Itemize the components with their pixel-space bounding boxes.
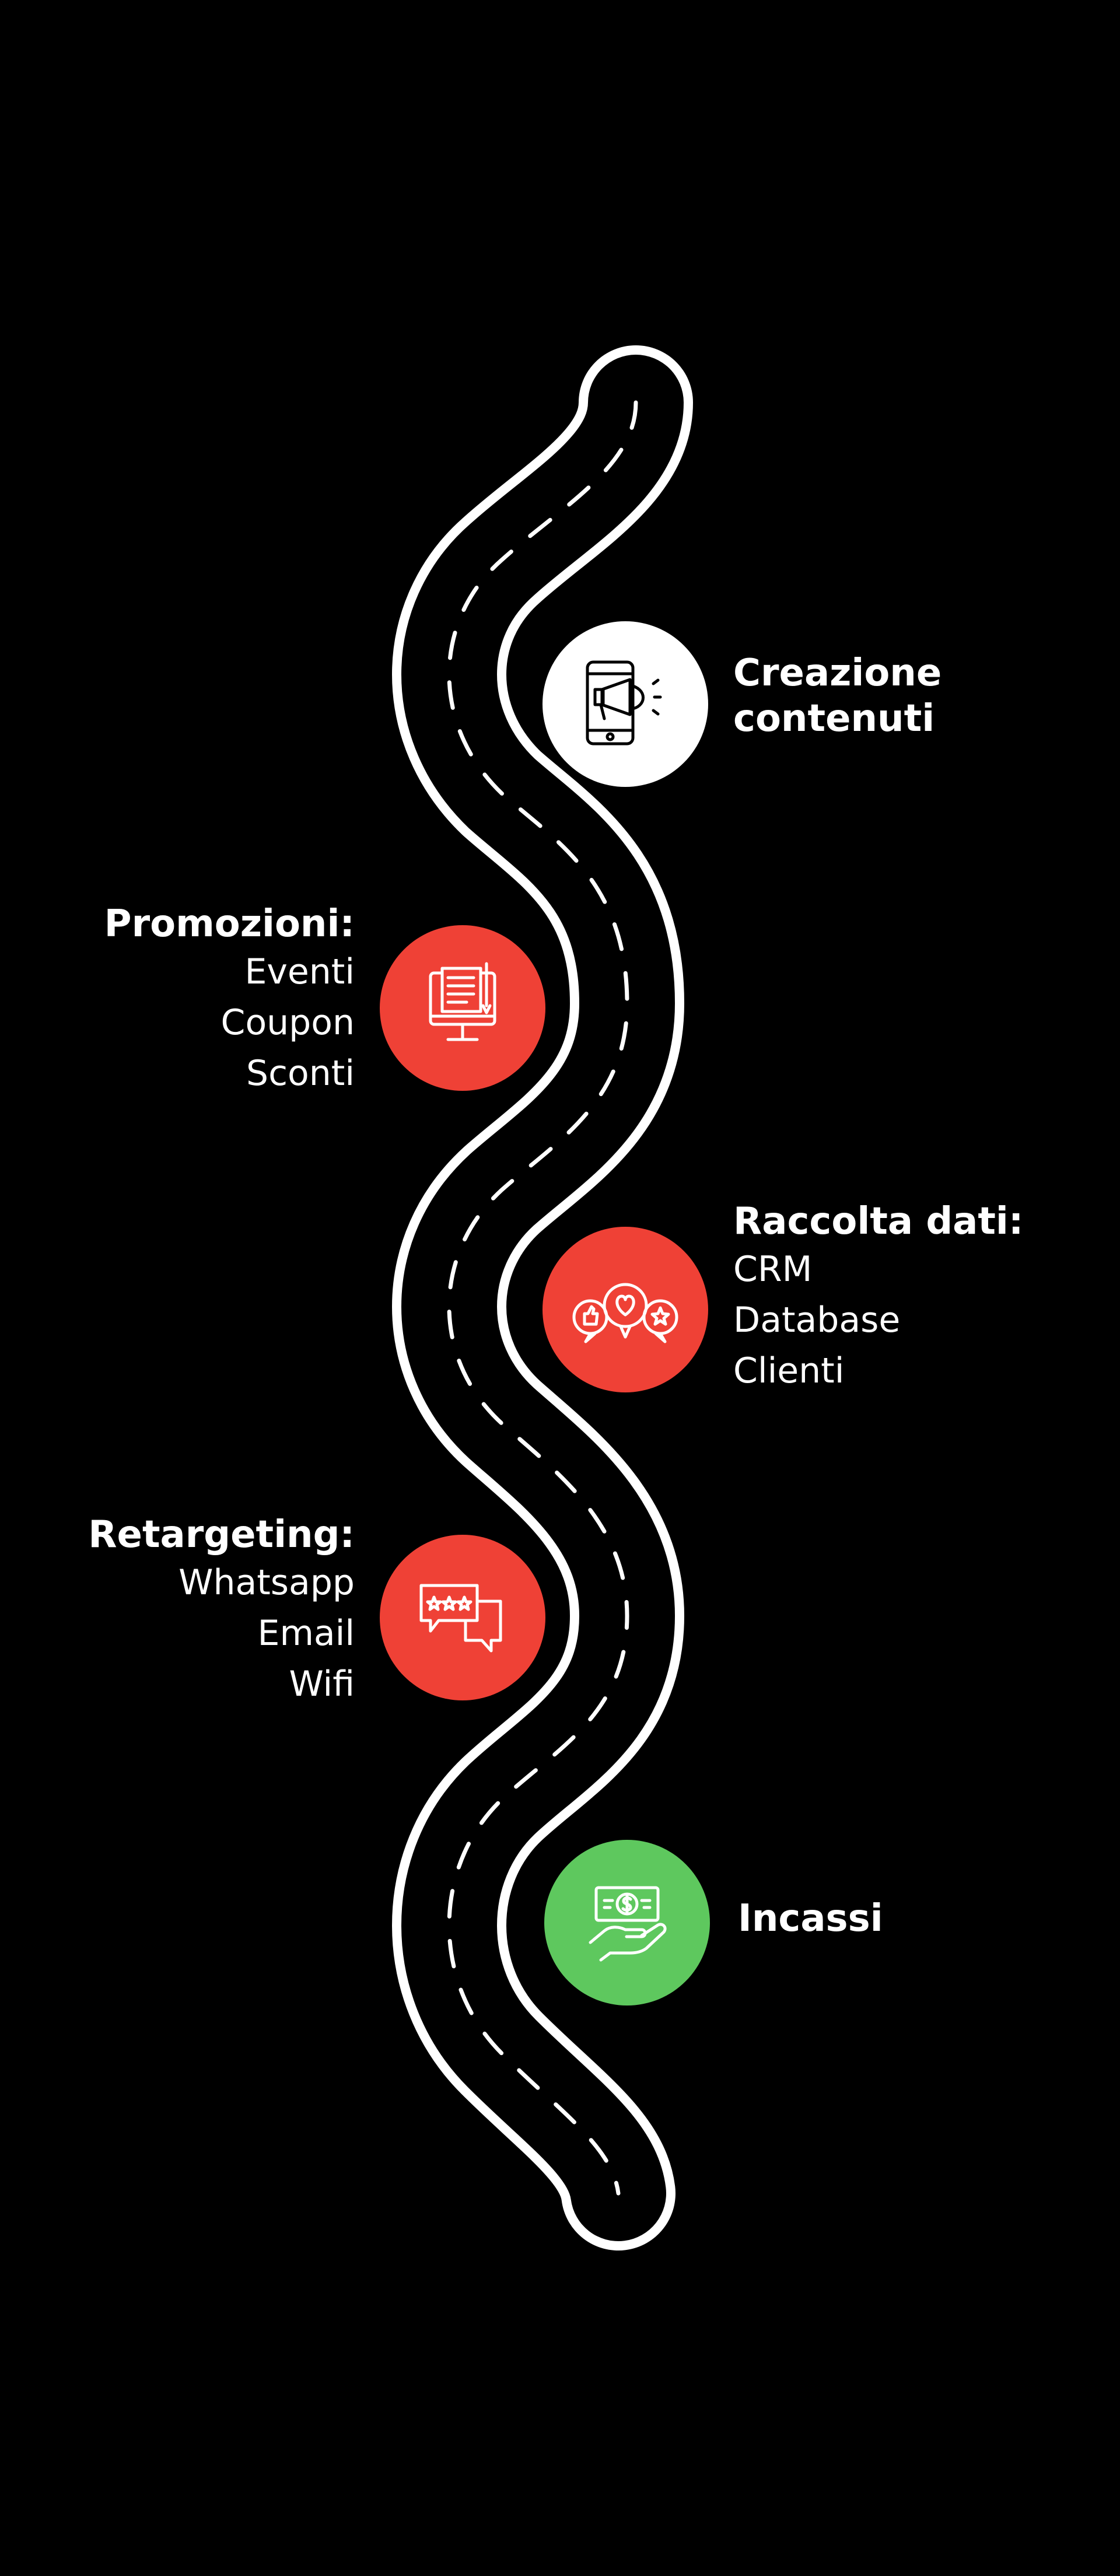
label-incassi: Incassi — [738, 1896, 1065, 1941]
step-item: Clienti — [733, 1350, 845, 1391]
step-node-promozioni — [380, 925, 545, 1091]
label-promozioni: Promozioni: Eventi Coupon Sconti — [28, 901, 355, 1099]
step-title: Retargeting: — [88, 1513, 355, 1556]
road-lane-marking — [447, 400, 638, 2196]
step-item: Sconti — [246, 1053, 355, 1094]
chat-rating-icon — [419, 1584, 502, 1653]
monitor-document-icon — [429, 962, 496, 1041]
step-item: Email — [257, 1613, 355, 1654]
step-item: CRM — [733, 1249, 813, 1290]
label-raccolta-dati: Raccolta dati: CRM Database Clienti — [733, 1199, 1060, 1396]
step-node-raccolta — [542, 1227, 708, 1392]
node-circle — [544, 1840, 710, 2006]
step-item: Eventi — [244, 951, 355, 992]
label-creazione-contenuti: Creazione contenuti — [733, 650, 1060, 741]
label-retargeting: Retargeting: Whatsapp Email Wifi — [28, 1512, 355, 1710]
step-item: Whatsapp — [178, 1562, 355, 1603]
step-title: Incassi — [738, 1897, 883, 1940]
node-circle — [542, 1227, 708, 1392]
step-title: Promozioni: — [104, 902, 355, 946]
smartphone-megaphone-icon — [586, 660, 662, 746]
hand-money-icon — [589, 1886, 667, 1962]
step-node-incassi — [544, 1840, 710, 2006]
feedback-bubbles-icon — [572, 1283, 678, 1343]
step-item: Coupon — [220, 1002, 355, 1043]
step-node-creazione — [542, 621, 708, 787]
step-title: Creazione contenuti — [733, 652, 942, 740]
step-title: Raccolta dati: — [733, 1200, 1024, 1243]
step-item: Database — [733, 1300, 901, 1340]
step-node-retargeting — [380, 1535, 545, 1700]
step-item: Wifi — [289, 1664, 355, 1704]
node-circle — [542, 621, 708, 787]
